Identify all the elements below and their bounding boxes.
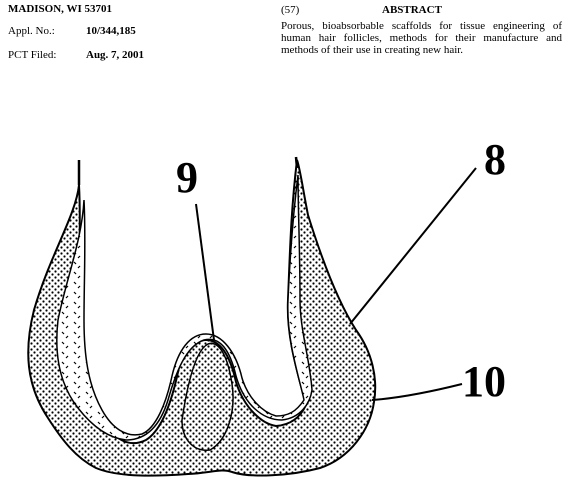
appl-no-value: 10/344,185 (86, 25, 136, 37)
central-mound (181, 342, 234, 451)
appl-no-label: Appl. No.: (8, 25, 55, 37)
leader-line-10 (371, 383, 463, 401)
reference-numeral-9: 9 (176, 153, 198, 202)
pct-filed-row: PCT Filed: Aug. 7, 2001 (8, 50, 144, 61)
abstract-title: ABSTRACT (382, 4, 442, 16)
reference-numeral-8: 8 (484, 135, 506, 184)
abstract-section: (57) ABSTRACT Porous, bioabsorbable scaf… (281, 4, 562, 56)
abstract-heading: (57) ABSTRACT (281, 4, 562, 18)
reference-numeral-10: 10 (462, 357, 506, 406)
abstract-number: (57) (281, 4, 300, 16)
abstract-text: Porous, bioabsorbable scaffolds for tiss… (281, 20, 562, 56)
bibliographic-header: MADISON, WI 53701 Appl. No.: 10/344,185 P… (8, 3, 144, 61)
pct-filed-value: Aug. 7, 2001 (86, 49, 145, 61)
correspondence-address: MADISON, WI 53701 (8, 3, 113, 15)
pct-filed-label: PCT Filed: (8, 49, 57, 61)
leader-line-9 (195, 203, 215, 341)
scaffold-inner-layer (56, 174, 313, 441)
leader-line-8 (349, 167, 477, 325)
appl-no-row: Appl. No.: 10/344,185 (8, 26, 136, 37)
right-fiber-tip (294, 156, 299, 169)
